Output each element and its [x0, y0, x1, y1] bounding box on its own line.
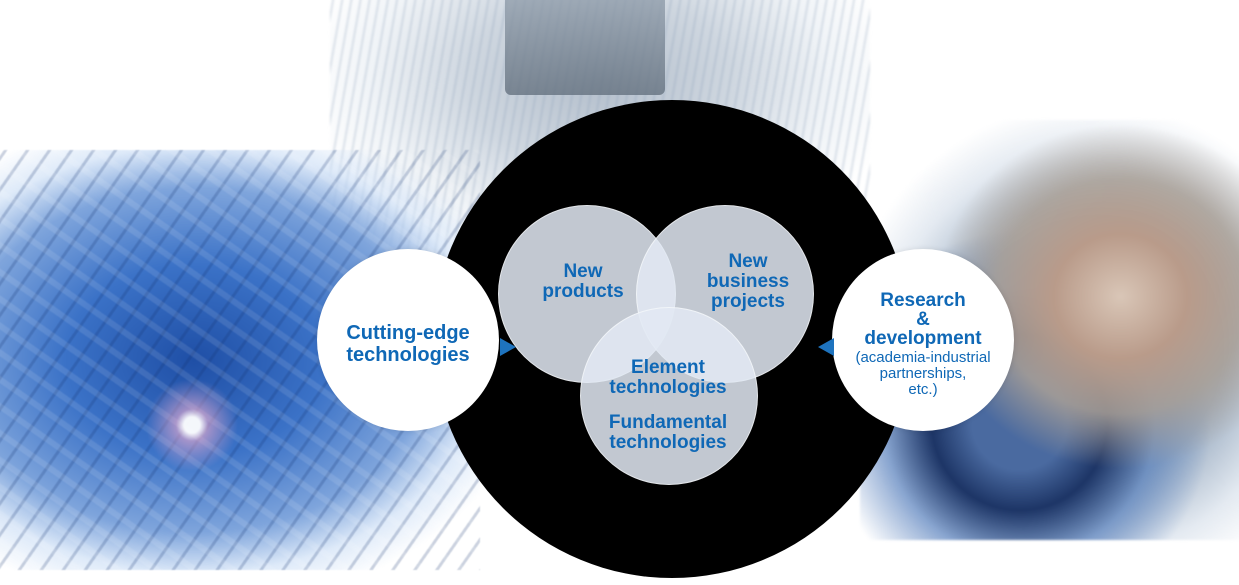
arrow-right-icon [500, 338, 516, 356]
input-circle-cutting-edge [317, 249, 499, 431]
label-line: (academia-industrial [855, 349, 991, 366]
label-new-products: New products [533, 262, 633, 302]
label-line: Fundamental [608, 412, 728, 433]
label-cutting-edge-technologies: Cutting-edge technologies [318, 322, 498, 366]
label-line: projects [711, 291, 785, 312]
label-line: Cutting-edge [346, 322, 470, 344]
label-element-technologies: Element technologies [592, 358, 744, 398]
label-line: development [864, 328, 982, 349]
label-line: & [916, 309, 930, 330]
label-line: Research [880, 290, 966, 311]
label-line: partnerships, [879, 365, 967, 382]
label-line: etc.) [908, 381, 938, 398]
label-line: technologies [609, 377, 727, 398]
label-line: New [563, 261, 603, 282]
label-line: Element [631, 357, 705, 378]
label-research-development: Research & development [832, 291, 1014, 348]
label-line: products [542, 281, 624, 302]
background-device [505, 0, 665, 95]
arrow-left-icon [818, 338, 834, 356]
label-line: New [728, 251, 768, 272]
label-line: technologies [609, 432, 727, 453]
label-fundamental-technologies: Fundamental technologies [592, 413, 744, 453]
label-line: business [706, 271, 790, 292]
input-circle-research [832, 249, 1014, 431]
label-line: technologies [346, 344, 470, 366]
label-new-business-projects: New business projects [693, 252, 803, 312]
venn-circle-technologies [580, 307, 758, 485]
label-research-note: (academia-industrial partnerships, etc.) [832, 350, 1014, 398]
